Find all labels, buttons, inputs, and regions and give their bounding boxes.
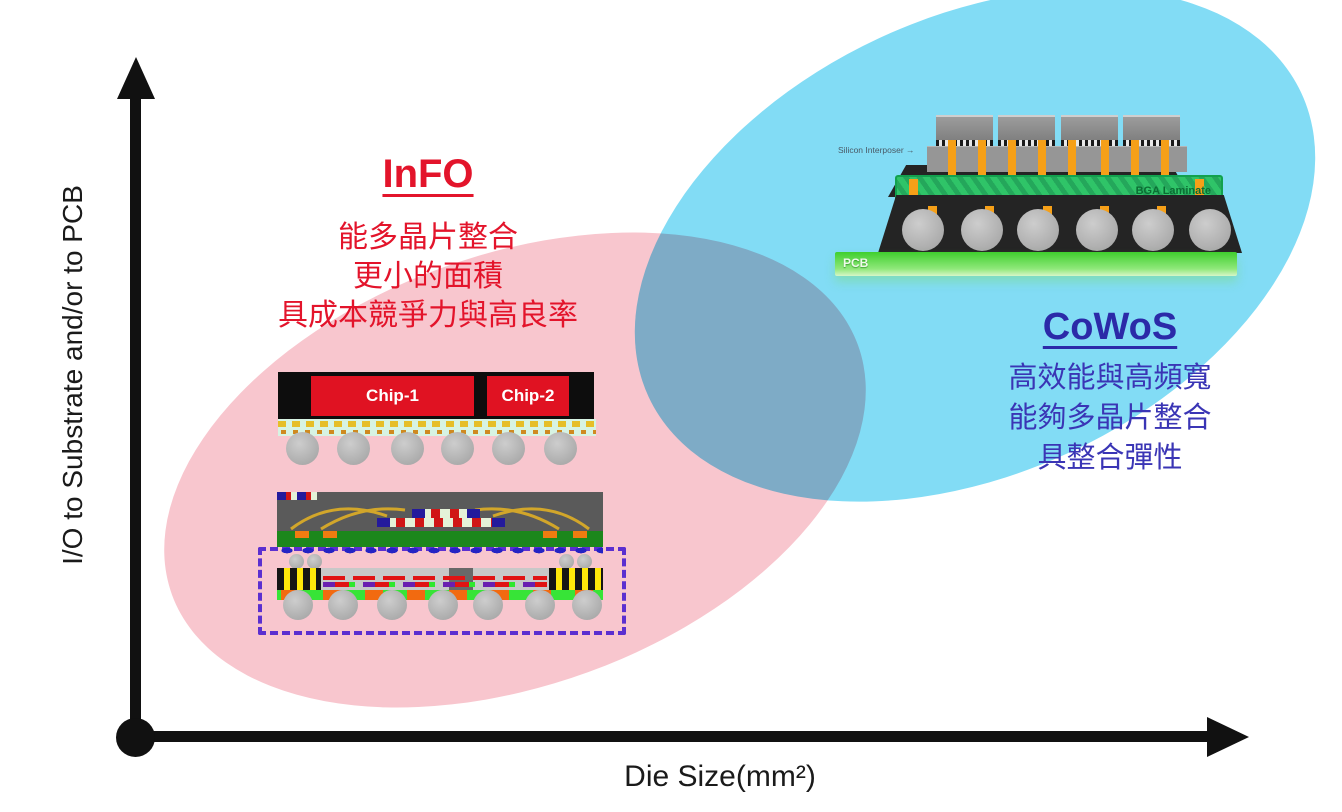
chip-block <box>936 115 993 140</box>
cowos-line-3: 具整合彈性 <box>1037 442 1183 474</box>
bga-ball <box>1017 209 1059 251</box>
substrate <box>277 531 603 547</box>
bga-ball <box>1189 209 1231 251</box>
cowos-line-2: 能夠多晶片整合 <box>1008 402 1212 434</box>
chip-2-block: Chip-2 <box>487 376 569 416</box>
chip-1-block: Chip-1 <box>311 376 474 416</box>
cowos-line-1: 高效能與高頻寬 <box>1008 362 1212 394</box>
rdl-layer <box>278 419 596 436</box>
chip-block <box>1061 115 1118 140</box>
x-axis-label: Die Size(mm²) <box>624 760 816 793</box>
die-tier <box>377 518 505 527</box>
tsv-pillar <box>978 140 986 178</box>
micro-ball <box>559 554 574 569</box>
rdl-trace <box>323 582 547 587</box>
silicon-interposer-label: Silicon Interposer → <box>838 145 915 155</box>
rdl-trace <box>323 576 547 580</box>
bga-ball <box>902 209 944 251</box>
bond-pad <box>573 531 587 538</box>
y-axis-line <box>130 88 141 740</box>
laminate-via <box>909 179 918 205</box>
interconnect-dash-row <box>277 546 603 555</box>
solder-ball <box>544 432 577 465</box>
tsv-pillar <box>948 140 956 178</box>
solder-ball <box>428 590 458 620</box>
tsv-pillar <box>1131 140 1139 178</box>
bga-ball <box>1132 209 1174 251</box>
solder-ball <box>286 432 319 465</box>
solder-ball <box>473 590 503 620</box>
cowos-description: 高效能與高頻寬 能夠多晶片整合 具整合彈性 <box>955 358 1265 478</box>
y-axis-arrow-icon <box>117 57 155 99</box>
solder-ball <box>525 590 555 620</box>
microbump-row <box>998 140 1055 146</box>
solder-ball <box>377 590 407 620</box>
tsv-pillar <box>1038 140 1046 178</box>
solder-ball <box>337 432 370 465</box>
info-title: InFO <box>382 152 474 196</box>
solder-ball <box>441 432 474 465</box>
y-axis-label: I/O to Substrate and/or to PCB <box>57 185 88 565</box>
tsv-pillar <box>1101 140 1109 178</box>
x-axis-arrow-icon <box>1207 717 1249 757</box>
bond-pad <box>543 531 557 538</box>
info-line-2: 更小的面積 <box>353 260 503 293</box>
info-description: 能多晶片整合 更小的面積 具成本競爭力與高良率 <box>256 218 600 335</box>
bond-wires <box>290 507 590 531</box>
pcb-bar: PCB <box>835 252 1237 276</box>
solder-ball <box>391 432 424 465</box>
die-tier <box>277 492 317 500</box>
micro-ball <box>577 554 592 569</box>
info-line-1: 能多晶片整合 <box>338 221 518 254</box>
microbump-row <box>1061 140 1118 146</box>
bond-pad <box>295 531 309 538</box>
solder-ball <box>492 432 525 465</box>
micro-ball <box>307 554 322 569</box>
x-axis-line <box>135 731 1213 742</box>
solder-ball <box>328 590 358 620</box>
bga-laminate-label: BGA Laminate <box>1135 185 1211 197</box>
micro-ball <box>289 554 304 569</box>
origin-dot <box>116 718 155 757</box>
top-molding <box>277 492 603 531</box>
cowos-package-diagram: Silicon Interposer → BGA Laminate <box>830 95 1242 290</box>
tsv-pillar <box>1008 140 1016 178</box>
tsv-pillar <box>1161 140 1169 178</box>
bga-ball <box>961 209 1003 251</box>
die-tier <box>412 509 480 518</box>
chip-block <box>998 115 1055 140</box>
bga-ball <box>1076 209 1118 251</box>
info-fanout-package-diagram: Chip-1 Chip-2 <box>278 372 600 474</box>
chip-block <box>1123 115 1180 140</box>
bond-pad <box>323 531 337 538</box>
pcb-label: PCB <box>843 256 869 270</box>
solder-ball <box>572 590 602 620</box>
tsv-pillar <box>1068 140 1076 178</box>
info-pop-package-diagram <box>245 490 645 640</box>
silicon-interposer <box>927 146 1187 172</box>
info-line-3: 具成本競爭力與高良率 <box>278 299 578 332</box>
solder-ball <box>283 590 313 620</box>
cowos-title: CoWoS <box>1042 306 1178 348</box>
microbump-row <box>1123 140 1180 146</box>
microbump-row <box>936 140 993 146</box>
laminate-via <box>1195 179 1204 205</box>
